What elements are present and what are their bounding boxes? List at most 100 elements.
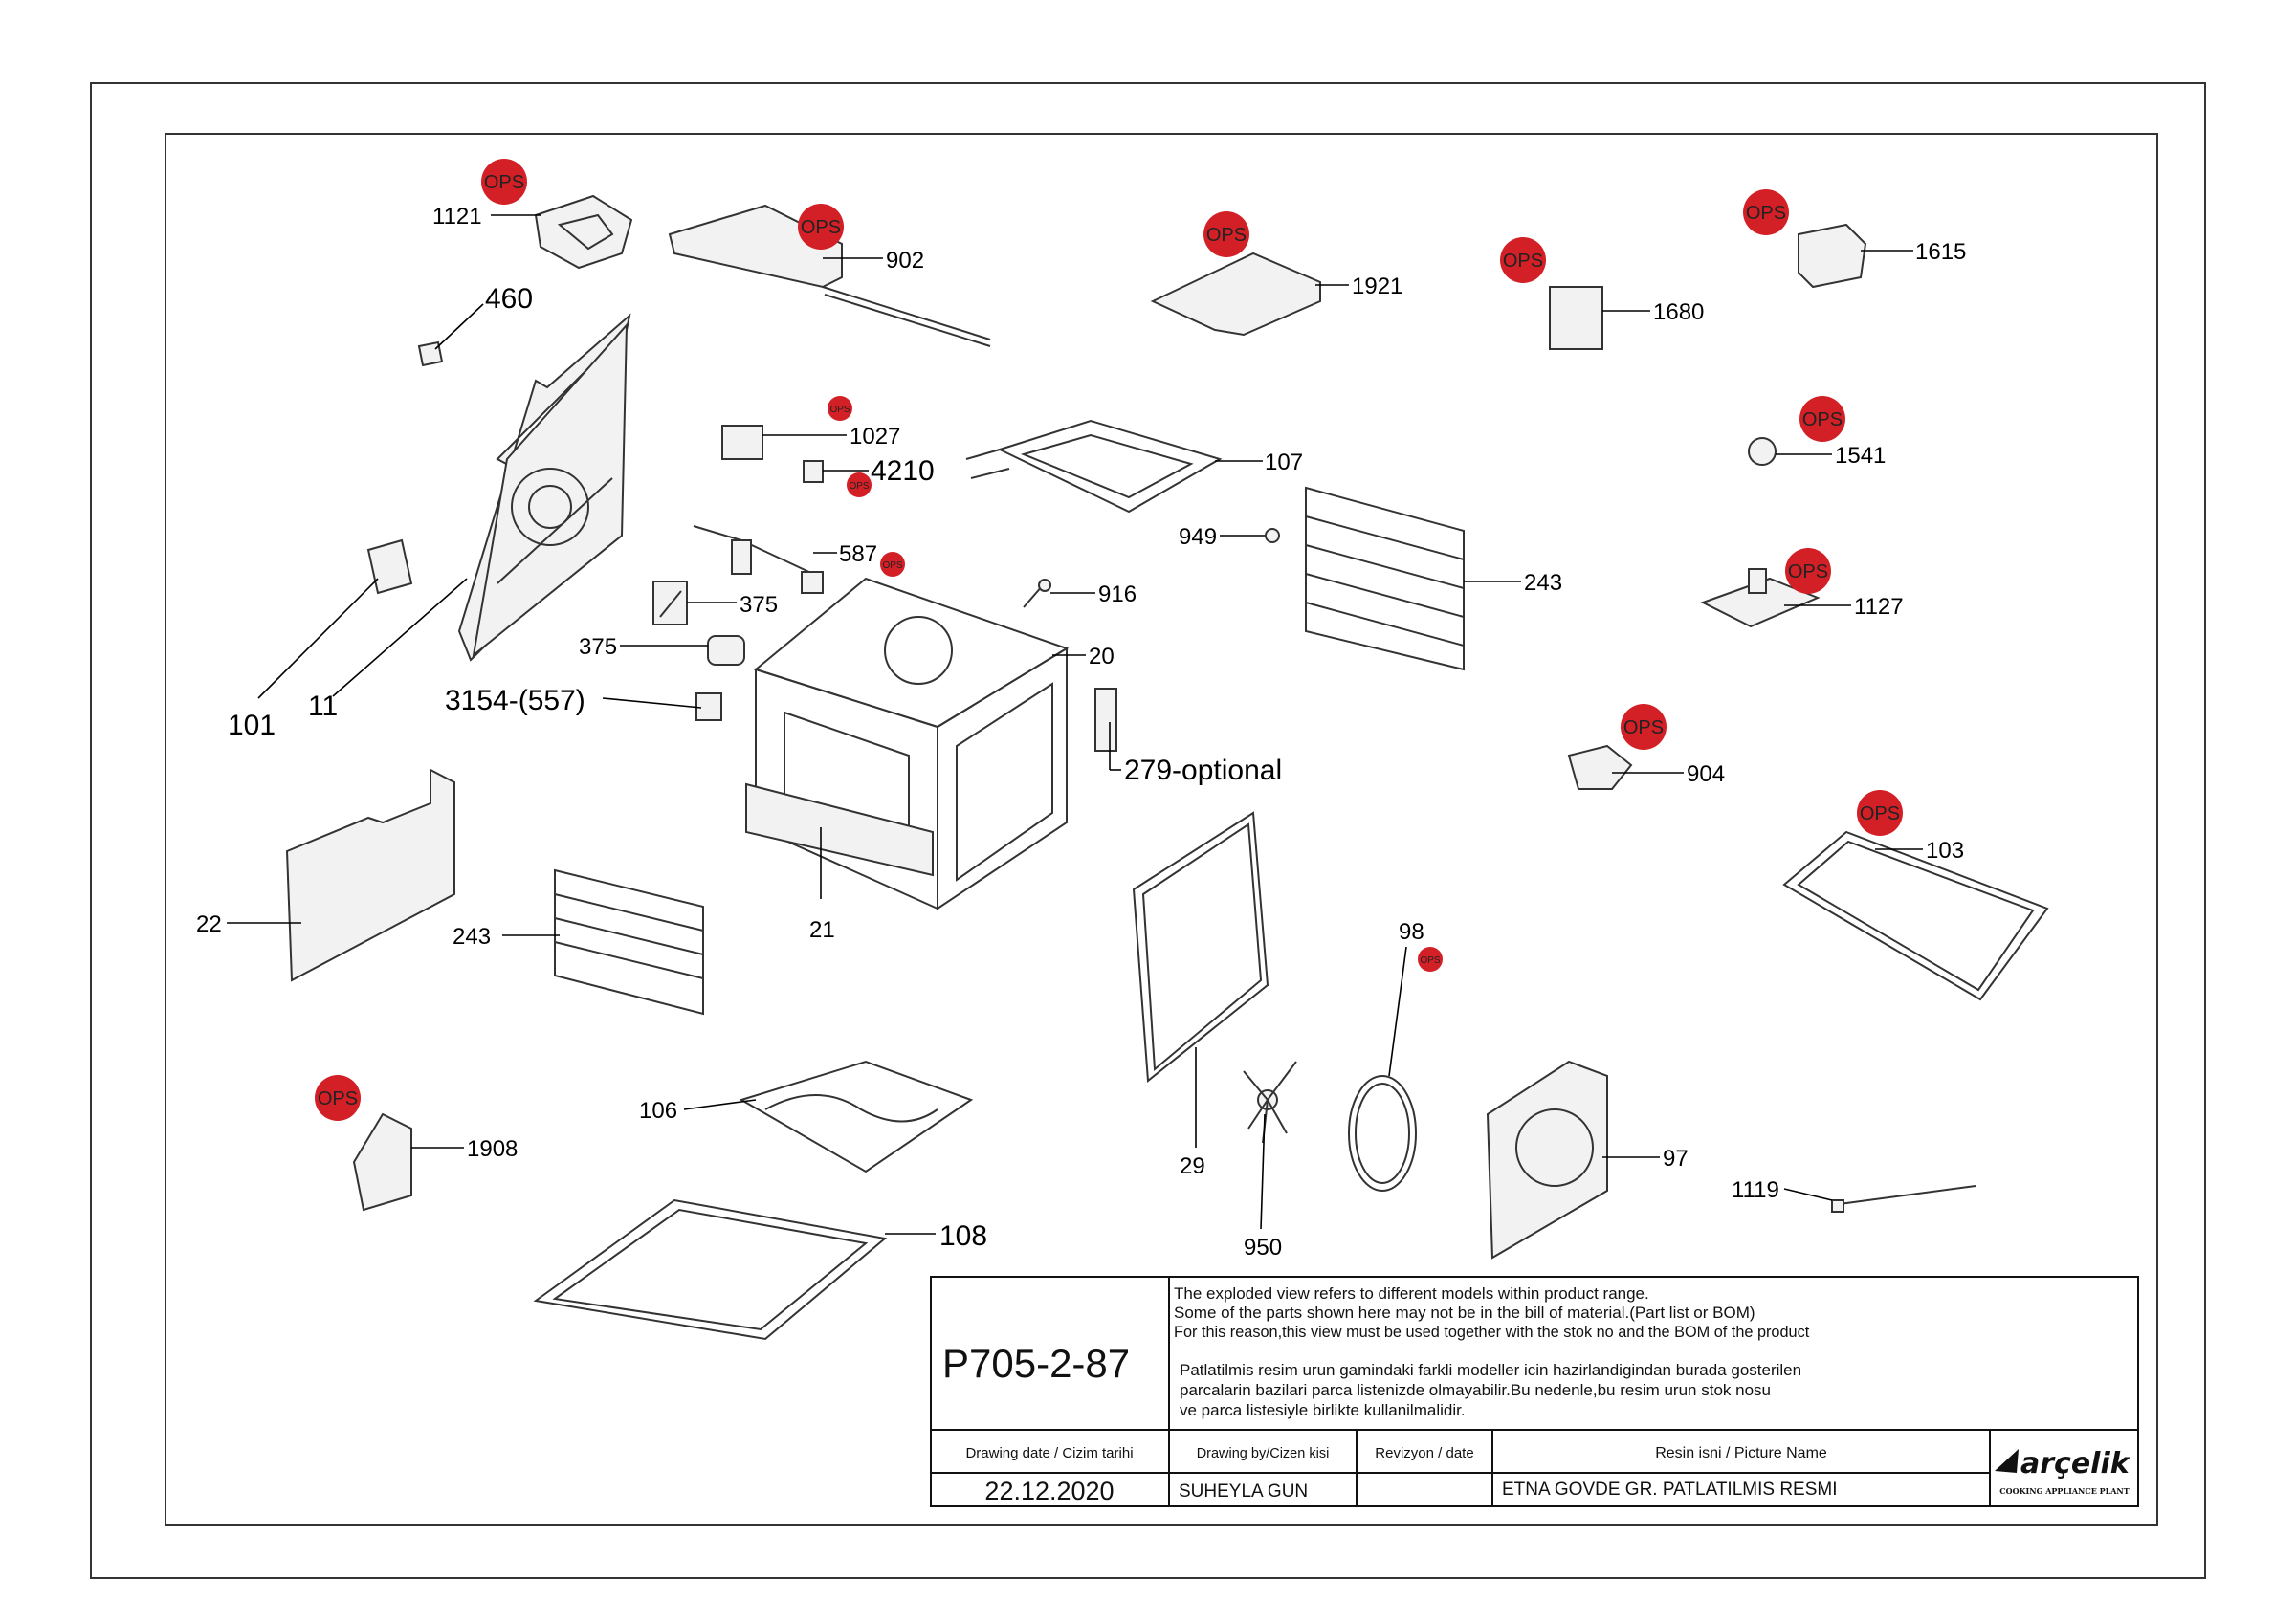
ops-badge: OPS — [1203, 211, 1249, 257]
part-243-rack-right — [1305, 486, 1465, 671]
ops-badge-small: OPS — [1418, 947, 1443, 972]
part-101-motor — [366, 538, 413, 595]
part-1908 — [352, 1112, 412, 1212]
label-107: 107 — [1265, 450, 1303, 475]
ops-badge: OPS — [1785, 548, 1831, 594]
label-904: 904 — [1687, 761, 1725, 787]
svg-text:OPS: OPS — [1623, 717, 1664, 738]
part-279 — [1094, 688, 1117, 752]
part-375-lamp-holder — [707, 635, 745, 666]
part-1127 — [1700, 568, 1821, 628]
part-98-fan-ring — [1348, 1075, 1417, 1192]
label-98: 98 — [1399, 919, 1424, 945]
label-106: 106 — [639, 1098, 677, 1124]
part-22-side-panel — [285, 768, 455, 982]
ops-badge-small: OPS — [847, 472, 872, 497]
label-587: 587 — [839, 541, 877, 567]
label-29: 29 — [1180, 1153, 1205, 1179]
part-1680-switch — [1549, 286, 1603, 350]
drawing-code: P705-2-87 — [942, 1341, 1130, 1386]
part-4210 — [803, 460, 824, 483]
part-106-bottom-heater — [739, 1060, 974, 1173]
label-279: 279-optional — [1124, 755, 1282, 786]
part-1541-knob — [1748, 437, 1777, 466]
part-3154 — [695, 692, 722, 721]
part-243-rack-left — [554, 868, 704, 1016]
label-11: 11 — [308, 691, 338, 722]
part-950-fan — [1243, 1061, 1297, 1144]
label-916: 916 — [1098, 581, 1137, 607]
note-tr-line-1: Patlatilmis resim urun gamindaki farkli … — [1180, 1361, 1801, 1379]
ops-badges: OPS OPS OPS OPS OPS OPS OPS OPS OPS OPS … — [315, 159, 1903, 1121]
svg-text:OPS: OPS — [849, 481, 869, 492]
ops-badge: OPS — [481, 159, 527, 205]
ops-badge: OPS — [1857, 790, 1903, 836]
label-375-holder: 375 — [579, 634, 617, 660]
note-en-line-1: The exploded view refers to different mo… — [1174, 1284, 1649, 1303]
title-block: P705-2-87 The exploded view refers to di… — [930, 1276, 2139, 1507]
label-4210: 4210 — [871, 455, 935, 487]
ops-badge: OPS — [1799, 396, 1845, 442]
label-1615: 1615 — [1915, 239, 1966, 265]
part-108-bottom-tray — [533, 1198, 888, 1341]
ops-badge: OPS — [315, 1075, 361, 1121]
label-103: 103 — [1926, 838, 1964, 864]
label-1127: 1127 — [1854, 594, 1904, 620]
leader-lines — [227, 214, 1923, 1235]
part-1921-shield — [1150, 252, 1321, 337]
value-drawing-date: 22.12.2020 — [984, 1477, 1114, 1505]
arcelik-logo: arçelik COOKING APPLIANCE PLANT — [1995, 1447, 2131, 1496]
label-108: 108 — [939, 1220, 987, 1252]
label-1027: 1027 — [850, 424, 900, 450]
svg-text:OPS: OPS — [484, 172, 524, 193]
value-picture-name: ETNA GOVDE GR. PATLATILMIS RESMI — [1502, 1480, 1838, 1500]
label-1121: 1121 — [432, 204, 482, 230]
svg-text:OPS: OPS — [801, 217, 841, 238]
label-950: 950 — [1244, 1235, 1282, 1261]
label-101: 101 — [228, 710, 276, 741]
part-shapes — [285, 194, 2049, 1341]
label-949: 949 — [1179, 524, 1217, 550]
svg-text:OPS: OPS — [318, 1088, 358, 1109]
svg-text:OPS: OPS — [1206, 225, 1247, 246]
inner-frame — [165, 133, 2158, 1526]
label-243-right: 243 — [1524, 570, 1562, 596]
svg-text:OPS: OPS — [1860, 803, 1900, 824]
part-587-probe — [693, 525, 824, 594]
header-revision: Revizyon / date — [1375, 1445, 1473, 1461]
outer-frame — [90, 82, 2206, 1579]
label-3154: 3154-(557) — [445, 685, 585, 716]
part-1027-thermostat — [721, 425, 763, 460]
label-20: 20 — [1089, 644, 1115, 669]
note-tr-line-3: ve parca listesiyle birlikte kullanilmal… — [1180, 1401, 1466, 1419]
part-label-group: 1121 902 460 1921 1680 1615 1027 4210 10… — [196, 204, 1966, 1261]
header-drawing-by: Drawing by/Cizen kisi — [1197, 1446, 1330, 1461]
label-21: 21 — [809, 917, 835, 943]
part-20-21-oven-body — [745, 577, 1070, 910]
ops-badge: OPS — [1743, 189, 1789, 235]
label-243-left: 243 — [453, 924, 491, 950]
part-375-lamp-glass — [652, 581, 688, 625]
note-tr-line-2: parcalarin bazilari parca listenizde olm… — [1180, 1381, 1771, 1399]
label-97: 97 — [1663, 1146, 1689, 1172]
part-29-door-gasket — [1132, 811, 1269, 1083]
part-97-fan-cover — [1486, 1060, 1608, 1260]
logo-subtitle: COOKING APPLIANCE PLANT — [1999, 1486, 2129, 1496]
ops-badge: OPS — [1621, 704, 1667, 750]
part-1119 — [1831, 1185, 1976, 1206]
ops-badge-small: OPS — [828, 396, 852, 421]
part-1121-bracket — [534, 194, 633, 270]
svg-text:OPS: OPS — [829, 405, 850, 415]
label-1680: 1680 — [1653, 299, 1704, 325]
logo-brand: arçelik — [2020, 1447, 2131, 1480]
ops-badge-small: OPS — [880, 552, 905, 577]
note-en-line-2: Some of the parts shown here may not be … — [1174, 1304, 1755, 1322]
svg-text:OPS: OPS — [1503, 251, 1543, 272]
svg-text:OPS: OPS — [1802, 409, 1843, 430]
label-1119: 1119 — [1732, 1177, 1779, 1203]
svg-text:OPS: OPS — [882, 560, 902, 571]
label-22: 22 — [196, 911, 222, 937]
value-drawing-by: SUHEYLA GUN — [1179, 1481, 1308, 1502]
ops-badge: OPS — [1500, 237, 1546, 283]
